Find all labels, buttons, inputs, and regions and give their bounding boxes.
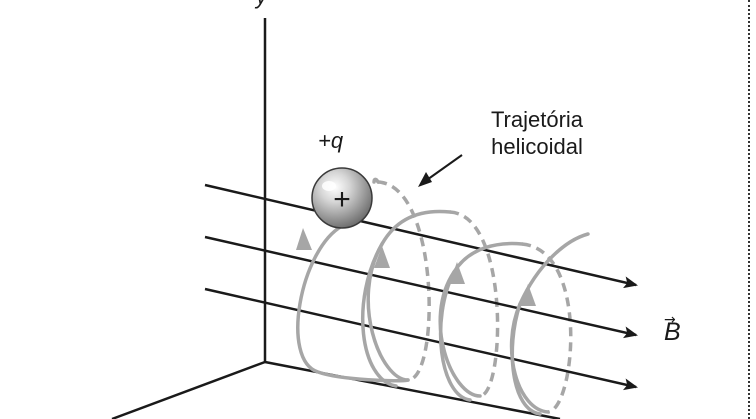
field-line-middle <box>204 235 638 339</box>
charge-highlight <box>322 181 336 191</box>
y-axis-label: y <box>256 0 267 10</box>
helix-loop-3-back <box>521 242 573 414</box>
helix-direction-arrows <box>296 228 536 306</box>
helix-loop-3-lower <box>438 270 472 402</box>
trajectory-label: Trajetória helicoidal <box>462 106 612 160</box>
trajectory-pointer-line <box>423 154 463 183</box>
helix-arrow-1 <box>296 228 312 250</box>
charge-sign: + <box>333 183 351 216</box>
helix-trajectory-back <box>377 180 573 414</box>
helix-loop-4-front <box>509 232 590 414</box>
field-line-top <box>204 183 638 289</box>
magnetic-field-label: B <box>664 318 681 346</box>
trajectory-label-line2: helicoidal <box>491 134 583 159</box>
helix-loop-4-lower <box>510 302 542 416</box>
helix-start-arc <box>372 177 380 184</box>
helix-arrow-2 <box>374 246 390 268</box>
helix-trajectory-front <box>296 177 590 416</box>
trajectory-pointer <box>418 154 463 187</box>
trajectory-label-line1: Trajetória <box>490 107 584 132</box>
helix-arrow-3 <box>449 262 465 284</box>
helix-loop-2-back <box>449 210 500 398</box>
helix-loop-2-lower <box>360 242 398 388</box>
field-vector-arrow-icon: → <box>664 312 676 328</box>
helix-loop-1-back <box>377 180 431 382</box>
dotted-border <box>748 0 750 419</box>
z-axis <box>111 360 266 419</box>
helix-loop-1-front <box>296 224 410 383</box>
helix-loop-3-front <box>438 241 524 398</box>
charge-label: +q <box>318 128 344 153</box>
trajectory-pointer-head <box>418 172 432 187</box>
helix-loop-2-front <box>366 209 452 382</box>
positive-charge-sphere-icon: + <box>311 167 373 229</box>
helix-arrow-4 <box>520 284 536 306</box>
magnetic-field-lines <box>204 183 638 391</box>
field-line-bottom <box>204 287 638 391</box>
